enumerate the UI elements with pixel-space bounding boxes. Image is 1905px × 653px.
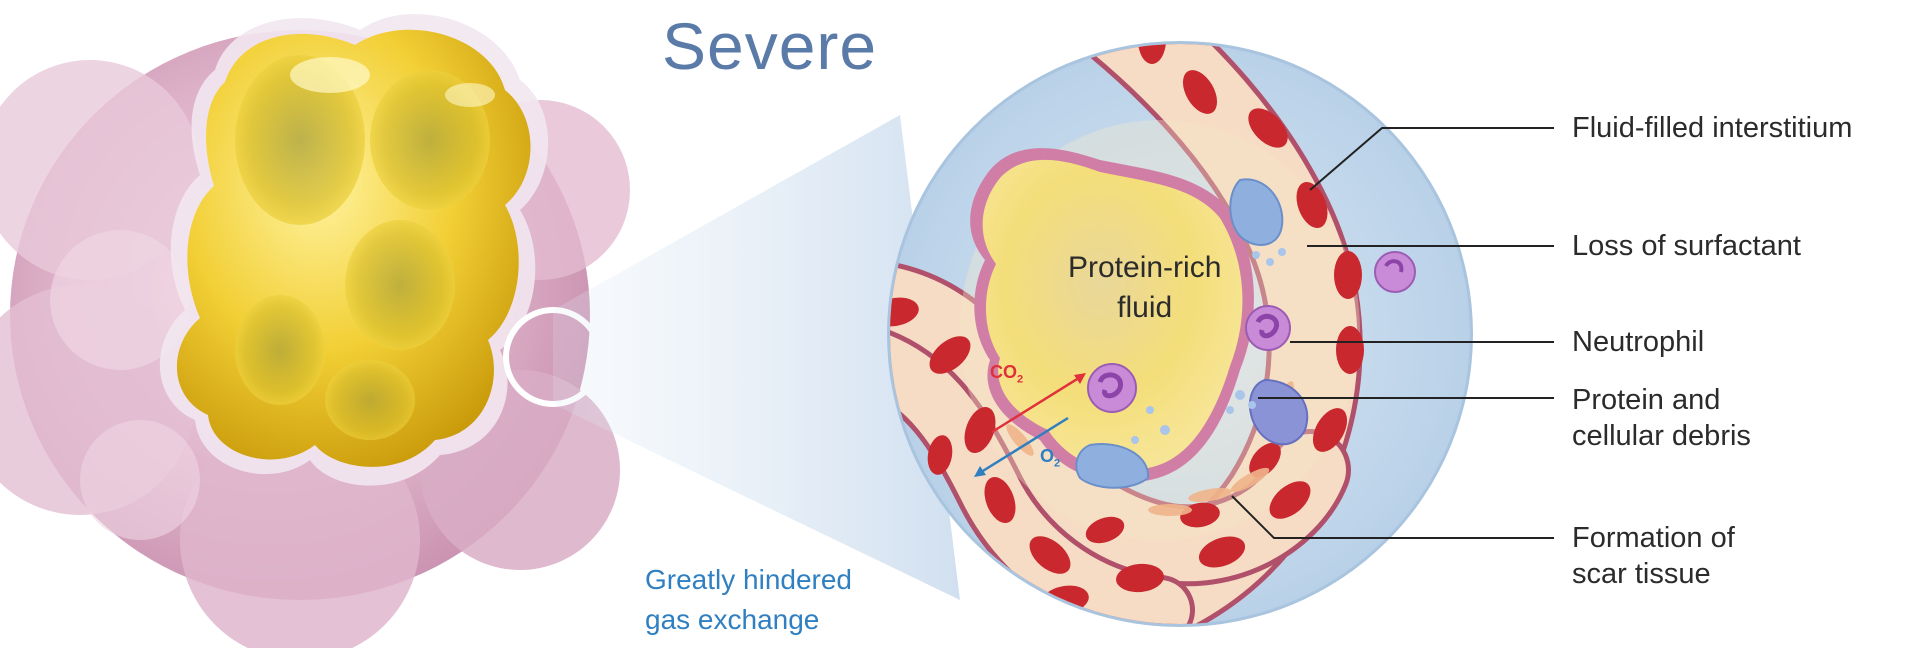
diagram-title: Severe <box>662 8 877 84</box>
label-protein-and-cellular-debris: Protein and cellular debris <box>1572 382 1751 454</box>
co2-label: CO2 <box>990 362 1023 386</box>
o2-label: O2 <box>1040 446 1060 470</box>
label-neutrophil: Neutrophil <box>1572 324 1704 360</box>
alveolar-sac <box>0 14 630 648</box>
label-fluid-filled-interstitium: Fluid-filled interstitium <box>1572 110 1852 146</box>
label-loss-of-surfactant: Loss of surfactant <box>1572 228 1801 264</box>
protein-rich-fluid-label: Protein-rich fluid <box>1068 248 1221 328</box>
gas-exchange-caption: Greatly hindered gas exchange <box>645 560 852 640</box>
label-formation-of-scar-tissue: Formation of scar tissue <box>1572 520 1735 592</box>
